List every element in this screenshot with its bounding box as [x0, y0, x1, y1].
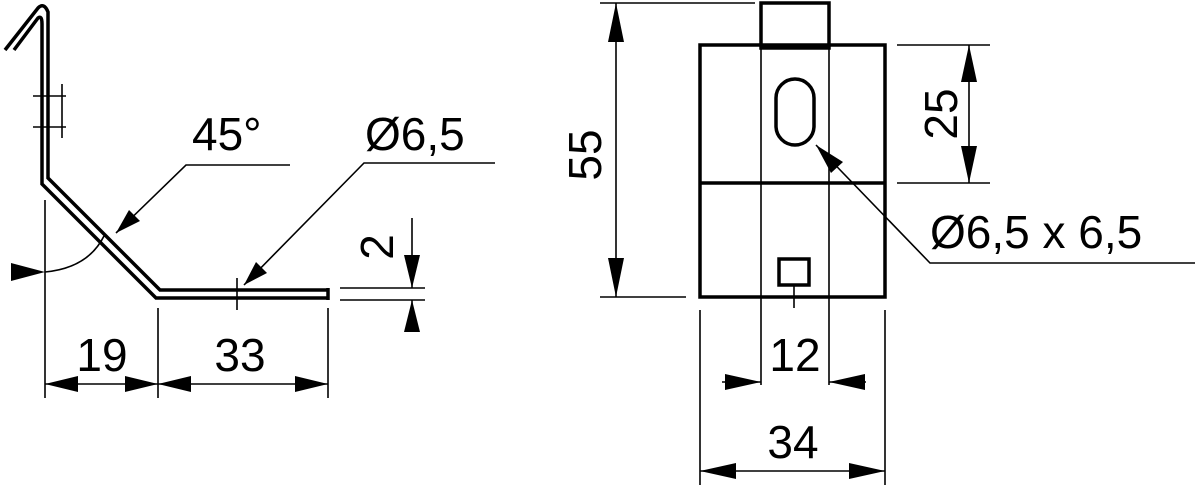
height-arrow-bottom	[608, 258, 624, 297]
slot	[774, 77, 816, 147]
main-plate	[698, 43, 887, 299]
offset-label: 19	[76, 329, 127, 381]
side-view: 45° Ø6,5 2 19 33	[3, 4, 495, 398]
dim12-arrow-right	[829, 374, 865, 390]
height-arrow-top	[608, 3, 624, 42]
top-tab	[759, 1, 831, 50]
thickness-arrow-down	[404, 255, 420, 288]
angle-label: 45°	[192, 108, 262, 160]
slot-label: Ø6,5 x 6,5	[930, 206, 1142, 258]
thickness-label: 2	[351, 234, 403, 260]
dim19-arrow-left	[45, 376, 78, 392]
angle-arrow	[11, 263, 45, 281]
hole-leader-arrow	[244, 262, 267, 285]
angle-leader	[115, 164, 290, 234]
dim33-arrow-left	[158, 376, 191, 392]
hole-leader	[243, 162, 495, 286]
slot-spacing-label: 25	[915, 88, 967, 139]
width-arrow-right	[849, 463, 885, 479]
square-hole	[777, 257, 811, 287]
dim12-arrow-left	[725, 374, 761, 390]
width-label: 34	[767, 416, 818, 468]
spacing-arrow-top	[961, 45, 977, 82]
angle-arc	[44, 235, 105, 273]
hole-label: Ø6,5	[365, 108, 465, 160]
dim33-arrow-right	[295, 376, 328, 392]
spacing-arrow-bottom	[961, 146, 977, 183]
bracket-profile	[3, 4, 328, 292]
angle-leader-arrow	[116, 210, 140, 233]
slot-leader	[815, 144, 1195, 264]
base-length-label: 33	[214, 329, 265, 381]
dim19-arrow-right	[125, 376, 158, 392]
front-view: 55 25 Ø6,5 x 6,5 12 34	[559, 1, 1195, 485]
height-label: 55	[559, 129, 611, 180]
hole-spacing-label: 12	[769, 329, 820, 381]
thickness-arrow-up	[404, 300, 420, 332]
slot-leader-arrow	[816, 145, 843, 173]
bracket-profile-inner	[12, 15, 328, 300]
width-arrow-left	[700, 463, 736, 479]
